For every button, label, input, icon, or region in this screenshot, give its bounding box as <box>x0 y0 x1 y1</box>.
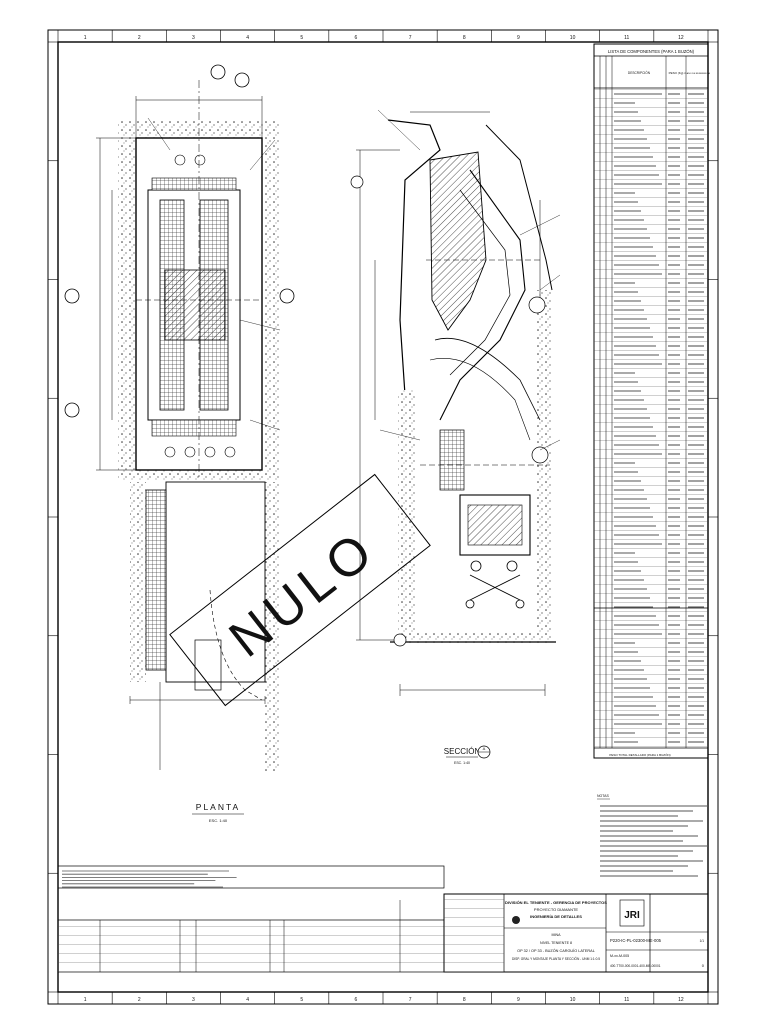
drawing-line3: DISP. GRAL Y MONTAJE PLANTA Y SECCIÓN - … <box>512 956 600 961</box>
client-logo-icon <box>512 916 520 924</box>
grid-column-label: 2 <box>138 997 141 1003</box>
drawing-code-secondary: M-xx-M-005 <box>610 954 629 958</box>
grid-column-label: 10 <box>570 997 576 1003</box>
grid-column-label: 11 <box>624 35 629 41</box>
section-scale: ESC. 1:40 <box>454 761 470 765</box>
client-line2: PROYECTO DIAMANTE <box>534 907 578 912</box>
revision-block <box>57 865 445 973</box>
void-stamp-text: NULO <box>219 519 387 668</box>
grid-column-label: 3 <box>192 35 195 41</box>
components-col-weight: PESO (Kg) <box>669 71 684 75</box>
section-marker: A <box>483 746 486 751</box>
grid-column-label: 9 <box>517 35 520 41</box>
client-line1: DIVISIÓN EL TENIENTE - GERENCIA DE PROYE… <box>505 900 607 905</box>
notes-title: NOTAS <box>597 794 609 798</box>
grid-column-label: 4 <box>246 997 249 1003</box>
grid-column-label: 6 <box>355 35 358 41</box>
grid-column-label: 8 <box>463 35 466 41</box>
grid-column-label: 7 <box>409 997 412 1003</box>
drawing-code-full: 400-TT00-000-0001-400-ME-00001 <box>610 964 661 968</box>
components-col-description: DESCRIPCIÓN <box>628 70 651 75</box>
components-col-ref: PLANO DE REFERENCIA <box>684 72 710 75</box>
reference-notes-lines <box>62 870 237 888</box>
plan-view: PLANTA ESC. 1:40 <box>64 64 295 823</box>
components-total-label: PESO TOTAL DETALLADO (PARA 1 BUZÓN) <box>609 752 670 757</box>
drawing-line1: NIVEL TENIENTE 8 <box>540 941 572 945</box>
grid-column-label: 3 <box>192 997 195 1003</box>
mine-label: MINA <box>552 933 562 937</box>
notes-text-lines <box>600 805 708 877</box>
notes-block: NOTAS <box>597 794 708 877</box>
drawing-line2: OP 32 / OP 33 - BUZÓN CARGUÍO LATERAL <box>517 948 595 953</box>
grid-column-label: 5 <box>300 35 303 41</box>
grid-tick-marks <box>48 30 718 1004</box>
grid-column-label: 8 <box>463 997 466 1003</box>
grid-column-label: 7 <box>409 35 412 41</box>
jri-logo: JRI <box>624 910 640 921</box>
grid-column-label: 5 <box>300 997 303 1003</box>
grid-column-label: 6 <box>355 997 358 1003</box>
section-title: SECCIÓN <box>444 747 481 756</box>
void-stamp: NULO <box>169 473 431 707</box>
plan-title: PLANTA <box>196 802 240 812</box>
grid-column-label: 4 <box>246 35 249 41</box>
components-title: LISTA DE COMPONENTES (PARA 1 BUZÓN) <box>608 49 695 54</box>
grid-column-label: 1 <box>84 35 87 41</box>
client-line3: INGENIERÍA DE DETALLES <box>530 914 582 919</box>
grid-column-label: 10 <box>570 35 576 41</box>
sheet-number: 1/1 <box>700 939 705 943</box>
plan-scale: ESC. 1:40 <box>209 818 228 823</box>
grid-column-label: 12 <box>678 35 684 41</box>
grid-column-label: 12 <box>678 997 684 1003</box>
revision-number: 0 <box>702 963 705 968</box>
section-view: SECCIÓN A ESC. 1:40 <box>350 109 561 765</box>
title-block: DIVISIÓN EL TENIENTE - GERENCIA DE PROYE… <box>443 893 709 973</box>
components-row-marks <box>614 93 704 743</box>
grid-column-label: 9 <box>517 997 520 1003</box>
grid-column-label: 2 <box>138 35 141 41</box>
drawing-code-main: P220-IC-PL-02300-ME-005 <box>610 938 662 943</box>
components-table: LISTA DE COMPONENTES (PARA 1 BUZÓN) DESC… <box>593 43 710 759</box>
grid-column-label: 1 <box>84 997 87 1003</box>
grid-column-label: 11 <box>624 997 629 1003</box>
